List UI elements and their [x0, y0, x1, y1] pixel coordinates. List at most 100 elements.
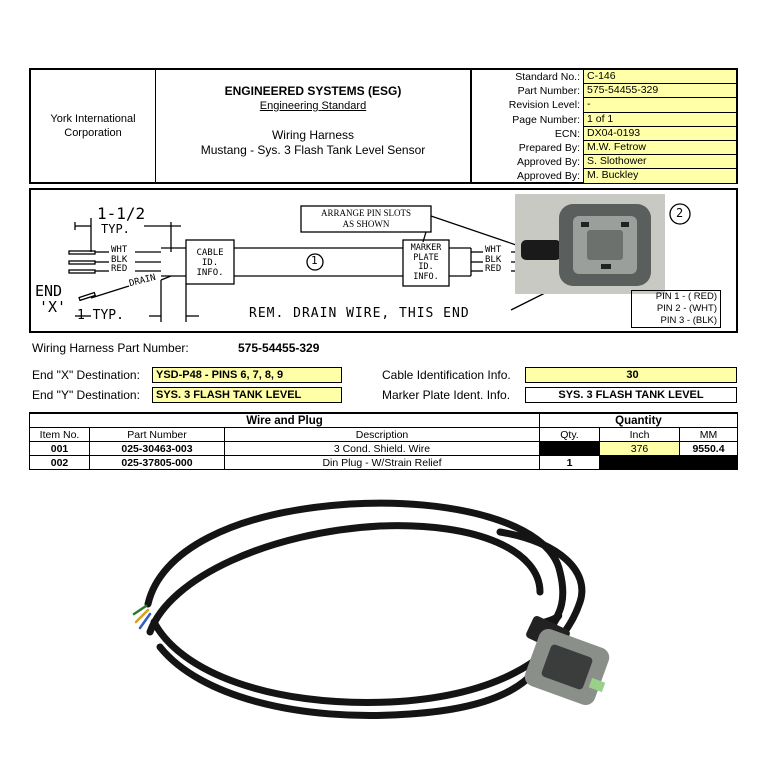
- arrange-note-line: AS SHOWN: [342, 219, 390, 229]
- arrange-note-line: ARRANGE PIN SLOTS: [320, 208, 411, 218]
- meta-label: Prepared By:: [518, 142, 580, 154]
- table-row: 001 025-30463-003 3 Cond. Shield. Wire 3…: [29, 441, 738, 456]
- pin-line: PIN 3 - (BLK): [660, 315, 718, 326]
- table-row: 002 025-37805-000 Din Plug - W/Strain Re…: [29, 455, 738, 470]
- marker-box-line: MARKER: [410, 243, 442, 253]
- meta-value: S. Slothower: [583, 155, 736, 170]
- meta-value: 575-54455-329: [583, 84, 736, 99]
- cell-qty: [539, 441, 600, 456]
- end-label-1: END: [35, 282, 63, 300]
- cable-box-line: INFO.: [196, 268, 224, 278]
- table-header-row: Item No. Part Number Description Qty. In…: [29, 427, 738, 442]
- cell-mm: [679, 455, 738, 470]
- doc-title-2: Mustang - Sys. 3 Flash Tank Level Sensor: [200, 143, 426, 157]
- diagram-lines: [68, 203, 691, 322]
- marker-plate-box: MARKER PLATE ID. INFO.: [403, 243, 449, 282]
- cell-item: 002: [29, 455, 90, 470]
- meta-label: Approved By:: [516, 156, 580, 169]
- meta-value: C-146: [583, 70, 736, 85]
- meta-row: ECN:DX04-0193: [472, 126, 736, 142]
- harness-pn-label: Wiring Harness Part Number:: [32, 341, 189, 355]
- table-group-row: Wire and Plug Quantity: [29, 412, 738, 428]
- col-desc: Description: [224, 427, 540, 442]
- meta-label: Page Number:: [512, 113, 580, 126]
- wire-label: BLK: [111, 254, 128, 265]
- marker-box-line: INFO.: [413, 271, 439, 282]
- col-part: Part Number: [89, 427, 225, 442]
- col-inch: Inch: [599, 427, 680, 442]
- cable-id-box: CABLE ID. INFO.: [186, 248, 234, 278]
- end-x-value: YSD-P48 - PINS 6, 7, 8, 9: [152, 367, 342, 383]
- meta-label: Standard No.:: [515, 71, 580, 83]
- cell-qty: 1: [539, 455, 600, 470]
- left-wire-labels: WHT BLK RED: [111, 245, 128, 275]
- meta-label: Part Number:: [517, 85, 580, 98]
- wire-label: RED: [485, 264, 502, 274]
- end-y-value: SYS. 3 FLASH TANK LEVEL: [152, 387, 342, 403]
- end-label-2: 'X': [39, 298, 67, 316]
- standard-type: Engineering Standard: [259, 100, 367, 112]
- meta-row: Standard No.:C-146: [472, 70, 736, 85]
- marker-value: SYS. 3 FLASH TANK LEVEL: [525, 387, 737, 403]
- marker-box-line: ID.: [418, 262, 434, 272]
- wiring-diagram: 1-1/2 TYP. WHT BLK RED DRAIN END 'X' 1 T…: [29, 188, 738, 333]
- balloon-1: 1: [311, 254, 318, 267]
- cell-desc: Din Plug - W/Strain Relief: [224, 455, 540, 470]
- col-mm: MM: [679, 427, 738, 442]
- drain-note: REM. DRAIN WIRE, THIS END: [249, 306, 470, 321]
- meta-label: Revision Level:: [508, 99, 580, 112]
- cable-id-value: 30: [525, 367, 737, 383]
- cell-item: 001: [29, 441, 90, 456]
- meta-value: M.W. Fetrow: [583, 141, 736, 156]
- cell-inch: 376: [599, 441, 680, 456]
- cell-mm: 9550.4: [679, 441, 738, 456]
- pin-legend: PIN 1 - ( RED) PIN 2 - (WHT) PIN 3 - (BL…: [631, 290, 721, 328]
- meta-row: Part Number:575-54455-329: [472, 84, 736, 99]
- company-line-1: York International: [50, 113, 136, 125]
- dim-bottom: 1 TYP.: [77, 308, 124, 323]
- meta-value: DX04-0193: [583, 126, 736, 142]
- wire-label: WHT: [111, 245, 128, 255]
- company-line-2: Corporation: [64, 127, 122, 139]
- meta-value: -: [583, 98, 736, 113]
- wire-label: RED: [111, 264, 128, 274]
- pin-line: PIN 1 - ( RED): [655, 291, 717, 302]
- meta-row: Prepared By:M.W. Fetrow: [472, 141, 736, 156]
- meta-label: Approved By:: [516, 170, 580, 183]
- title-area: ENGINEERED SYSTEMS (ESG) Engineering Sta…: [156, 70, 472, 182]
- meta-value: 1 of 1: [583, 112, 736, 127]
- dim-top-typ: TYP.: [101, 222, 130, 236]
- col-item: Item No.: [29, 427, 90, 442]
- group-quantity: Quantity: [539, 412, 738, 428]
- parts-table: Wire and Plug Quantity Item No. Part Num…: [29, 412, 738, 470]
- right-wire-labels: WHT BLK RED: [485, 245, 502, 275]
- col-qty: Qty.: [539, 427, 600, 442]
- cable-assembly-photo: [132, 499, 610, 719]
- arrange-note: ARRANGE PIN SLOTS AS SHOWN: [301, 208, 431, 230]
- dim-top: 1-1/2: [97, 204, 146, 223]
- meta-row: Approved By:M. Buckley: [472, 169, 736, 184]
- wire-label: BLK: [485, 254, 502, 265]
- marker-box-line: PLATE: [413, 252, 439, 263]
- doc-title-1: Wiring Harness: [271, 128, 355, 142]
- meta-value: M. Buckley: [583, 169, 736, 184]
- cable-box-line: ID.: [201, 258, 219, 268]
- group-wire-plug: Wire and Plug: [29, 412, 540, 428]
- meta-row: Page Number:1 of 1: [472, 112, 736, 127]
- org-name: ENGINEERED SYSTEMS (ESG): [224, 84, 402, 98]
- end-y-label: End "Y" Destination:: [32, 388, 140, 402]
- cell-part: 025-30463-003: [89, 441, 225, 456]
- din-connector-illustration: [515, 194, 665, 294]
- cell-inch: [599, 455, 680, 470]
- meta-label: ECN:: [554, 127, 580, 140]
- end-x-label: End "X" Destination:: [32, 368, 140, 382]
- balloon-2: 2: [676, 206, 684, 220]
- marker-label: Marker Plate Ident. Info.: [382, 388, 511, 402]
- meta-row: Revision Level:-: [472, 98, 736, 113]
- cell-desc: 3 Cond. Shield. Wire: [224, 441, 540, 456]
- cable-box-line: CABLE: [196, 248, 224, 258]
- cell-part: 025-37805-000: [89, 455, 225, 470]
- meta-row: Approved By:S. Slothower: [472, 155, 736, 170]
